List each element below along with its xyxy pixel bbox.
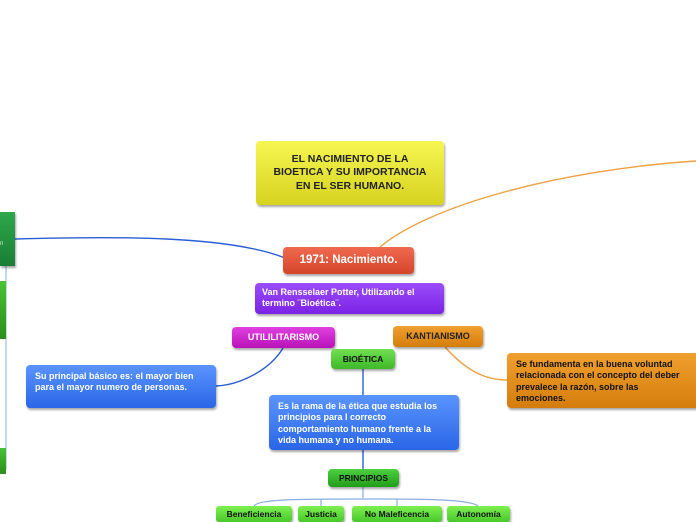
kantianismo-detail-node[interactable]: Se fundamenta en la buena voluntad relac… <box>507 353 696 408</box>
van-rensselaer-node[interactable]: Van Rensselaer Potter, Utilizando el ter… <box>255 283 444 314</box>
left-partial-node[interactable] <box>0 212 15 266</box>
kantianismo-node[interactable]: KANTIANISMO <box>393 326 483 347</box>
nacimiento-node[interactable]: 1971: Nacimiento. <box>283 247 414 274</box>
bioetica-node[interactable]: BIOÉTICA <box>331 349 395 369</box>
connector-left-to-nacimiento <box>14 236 286 259</box>
utilitarismo-detail-node[interactable]: Su principal básico es: el mayor bien pa… <box>26 365 216 408</box>
left-partial-node-text: n <box>0 241 4 247</box>
title-node[interactable]: EL NACIMIENTO DE LA BIOETICA Y SU IMPORT… <box>256 141 444 205</box>
principio-autonomia[interactable]: Autonomía <box>447 506 510 522</box>
connector-principios-to-leaves <box>253 487 479 507</box>
principio-justicia[interactable]: Justicia <box>298 506 344 522</box>
connector-utilitarismo-to-detalle <box>215 347 284 387</box>
connector-nacimiento-to-right <box>379 160 696 248</box>
left-partial-bar-upper[interactable] <box>0 281 6 339</box>
principio-beneficiencia[interactable]: Beneficiencia <box>216 506 292 522</box>
principio-no-maleficencia[interactable]: No Maleficencia <box>352 506 442 522</box>
utilitarismo-node[interactable]: UTILILITARISMO <box>232 327 335 348</box>
connector-kantianismo-to-detalle <box>444 346 508 381</box>
principios-node[interactable]: PRINCIPIOS <box>328 469 399 487</box>
left-partial-bar-lower[interactable] <box>0 448 6 474</box>
bioetica-definition-node[interactable]: Es la rama de la ética que estudia los p… <box>269 395 459 450</box>
